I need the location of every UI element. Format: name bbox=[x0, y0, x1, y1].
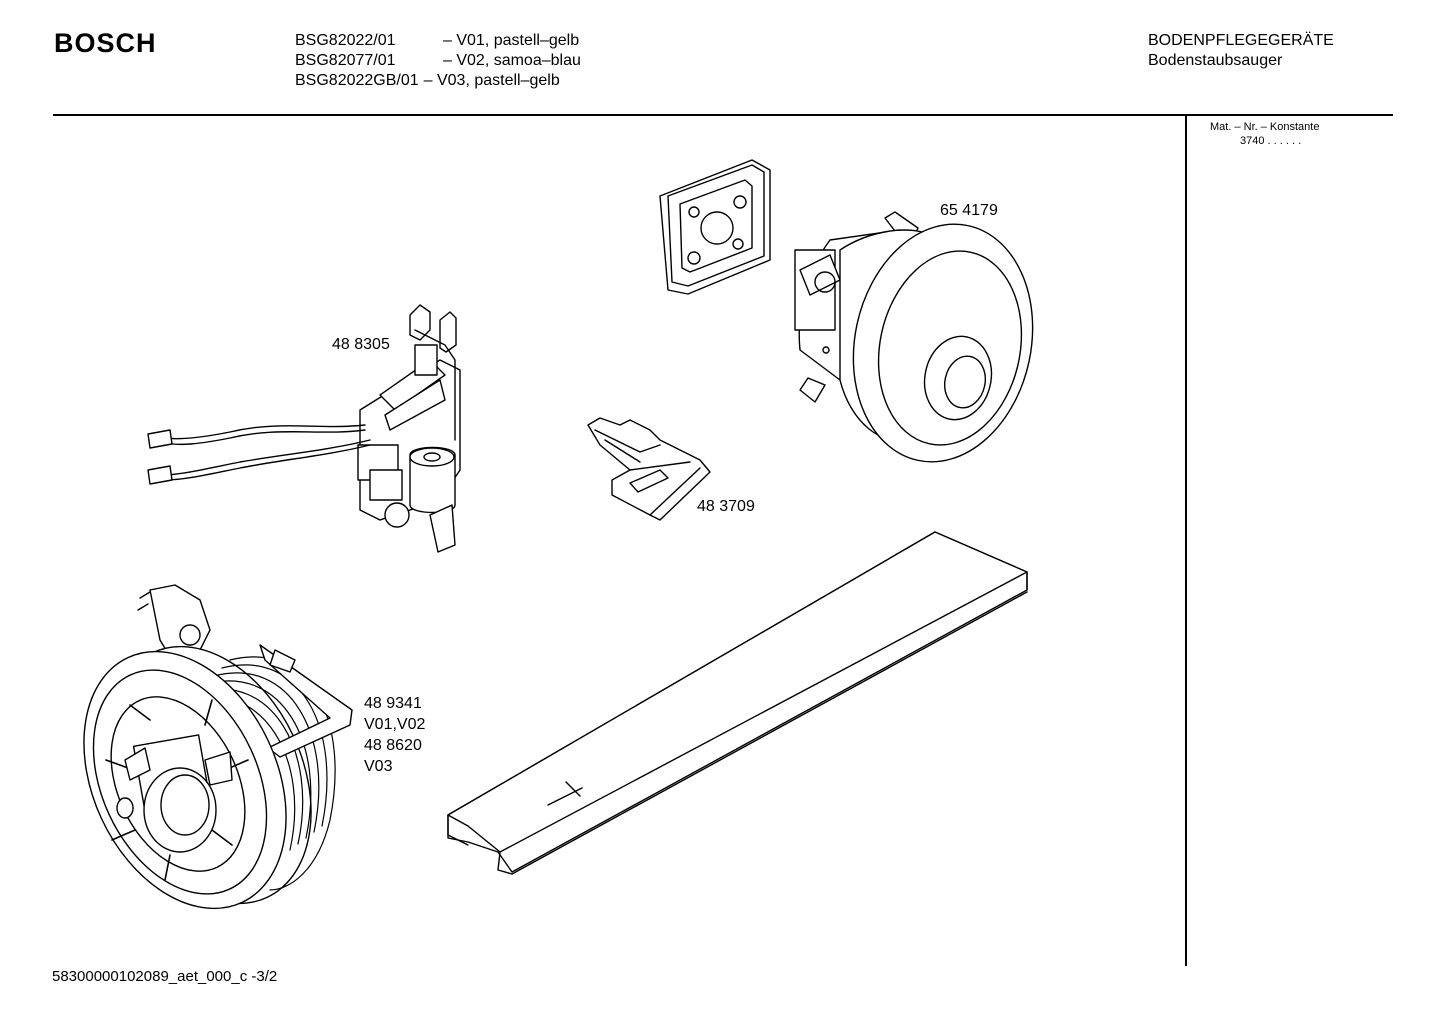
cable-reel-line: 48 9341 bbox=[364, 695, 422, 712]
header-divider bbox=[53, 114, 1393, 116]
cable-reel[interactable] bbox=[45, 584, 353, 941]
model-row: BSG82077/01 – V02, samoa–blau bbox=[295, 51, 581, 71]
model-variant: – V01, pastell–gelb bbox=[443, 32, 580, 49]
connector-bracket[interactable] bbox=[587, 417, 711, 521]
material-label: Mat. – Nr. – Konstante bbox=[1210, 121, 1320, 133]
material-constant: Mat. – Nr. – Konstante 3740 . . . . . . bbox=[1210, 120, 1319, 148]
model-variant: – V02, samoa–blau bbox=[443, 52, 581, 69]
part-label-cable-reel: 48 9341 V01,V02 48 8620 V03 bbox=[364, 693, 425, 777]
document-id: 58300000102089_aet_000_c -3/2 bbox=[52, 968, 278, 985]
cable-reel-line: V01,V02 bbox=[364, 716, 426, 733]
cable-reel-line: V03 bbox=[364, 758, 393, 775]
model-code: BSG82022GB/01 bbox=[295, 72, 419, 89]
model-list: BSG82022/01 – V01, pastell–gelb BSG82077… bbox=[295, 31, 581, 91]
part-label-connector: 48 3709 bbox=[697, 498, 755, 515]
part-label-switch-board: 48 8305 bbox=[332, 336, 390, 353]
cable-reel-line: 48 8620 bbox=[364, 737, 422, 754]
material-value: 3740 . . . . . . bbox=[1240, 135, 1302, 147]
brand-logo: BOSCH bbox=[54, 28, 157, 58]
model-code: BSG82077/01 bbox=[295, 52, 396, 69]
motor-mount-plate[interactable] bbox=[659, 159, 771, 295]
model-code: BSG82022/01 bbox=[295, 32, 396, 49]
flat-strip-part[interactable] bbox=[447, 531, 1028, 875]
model-variant: – V03, pastell–gelb bbox=[423, 72, 560, 89]
category-subtitle: Bodenstaubsauger bbox=[1148, 52, 1283, 69]
model-row: BSG82022/01 – V01, pastell–gelb bbox=[295, 31, 581, 51]
part-label-motor: 65 4179 bbox=[940, 202, 998, 219]
model-row: BSG82022GB/01 – V03, pastell–gelb bbox=[295, 71, 581, 91]
switch-board[interactable] bbox=[147, 304, 461, 553]
sidebar-divider bbox=[1185, 116, 1187, 966]
vacuum-motor[interactable] bbox=[794, 207, 1054, 478]
category-block: BODENPFLEGEGERÄTE Bodenstaubsauger bbox=[1148, 31, 1334, 71]
category-title: BODENPFLEGEGERÄTE bbox=[1148, 32, 1334, 49]
